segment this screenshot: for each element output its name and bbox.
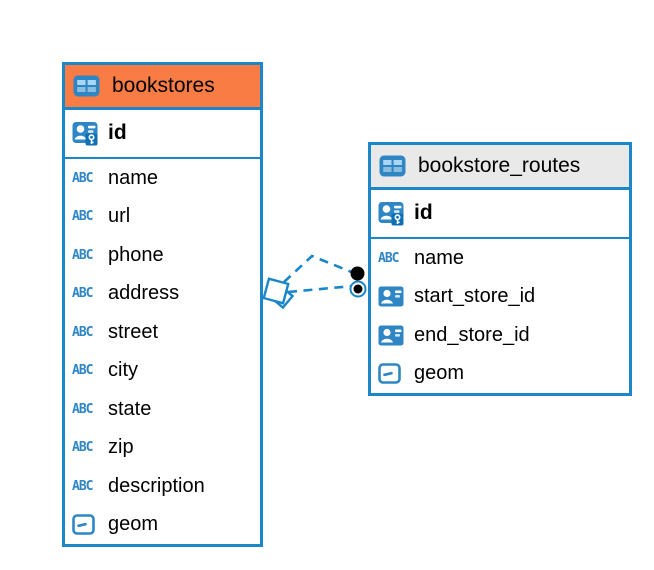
column-name: state xyxy=(108,397,152,420)
foreign-key-icon xyxy=(378,325,408,346)
column-name: name xyxy=(414,246,465,269)
column-row[interactable]: ABC name xyxy=(371,239,629,278)
column-row[interactable]: ABC street xyxy=(65,313,260,352)
text-type-icon: ABC xyxy=(72,170,94,186)
column-name: url xyxy=(108,205,131,228)
column-name: city xyxy=(108,359,138,382)
text-type-icon: ABC xyxy=(72,247,94,263)
text-type-icon: ABC xyxy=(72,286,94,302)
text-type-icon: ABC xyxy=(378,250,400,266)
column-name: description xyxy=(108,474,205,497)
column-name: id xyxy=(414,201,433,224)
text-type-icon: ABC xyxy=(72,440,94,456)
column-row[interactable]: end_store_id xyxy=(371,316,629,355)
column-row[interactable]: ABC phone xyxy=(65,236,260,275)
text-type-icon: ABC xyxy=(72,478,94,494)
table-header[interactable]: bookstores xyxy=(65,65,260,107)
column-name: start_store_id xyxy=(414,285,536,308)
relation-line-upper[interactable] xyxy=(283,254,355,283)
column-row[interactable]: start_store_id xyxy=(371,278,629,317)
column-name: end_store_id xyxy=(414,323,530,346)
column-row[interactable]: ABC state xyxy=(65,390,260,429)
text-type-icon: ABC xyxy=(72,363,94,379)
relation-target-dot-marker xyxy=(349,266,367,298)
primary-key-icon xyxy=(378,201,408,226)
table-title: bookstores xyxy=(112,74,215,97)
column-name: id xyxy=(108,121,127,144)
column-row[interactable]: ABC zip xyxy=(65,429,260,468)
table-icon xyxy=(379,155,409,177)
column-name: geom xyxy=(108,513,159,536)
column-name: geom xyxy=(414,362,465,385)
divider xyxy=(65,107,260,110)
column-row[interactable]: ABC address xyxy=(65,275,260,314)
column-row[interactable]: ABC url xyxy=(65,198,260,237)
column-row[interactable]: ABC description xyxy=(65,467,260,506)
relation-source-diamond-marker xyxy=(262,277,295,310)
geometry-type-icon xyxy=(72,514,102,536)
column-row[interactable]: ABC name xyxy=(65,159,260,198)
column-row[interactable]: geom xyxy=(371,355,629,394)
primary-key-icon xyxy=(72,121,102,146)
column-row-pk[interactable]: id xyxy=(371,190,629,237)
text-type-icon: ABC xyxy=(72,209,94,225)
geometry-type-icon xyxy=(378,363,408,385)
table-header[interactable]: bookstore_routes xyxy=(371,145,629,187)
column-name: name xyxy=(108,166,159,189)
column-name: zip xyxy=(108,436,134,459)
relation-line-lower[interactable] xyxy=(287,284,354,294)
relation-bookstores-to-routes[interactable] xyxy=(262,254,367,310)
divider xyxy=(65,156,260,159)
column-name: phone xyxy=(108,243,164,266)
column-row[interactable]: ABC city xyxy=(65,352,260,391)
column-row-pk[interactable]: id xyxy=(65,110,260,157)
text-type-icon: ABC xyxy=(72,401,94,417)
table-title: bookstore_routes xyxy=(418,154,581,177)
table-icon xyxy=(73,75,103,97)
table-bookstores[interactable]: bookstores id ABC xyxy=(62,62,263,547)
column-row[interactable]: geom xyxy=(65,506,260,545)
foreign-key-icon xyxy=(378,286,408,307)
divider xyxy=(371,236,629,239)
text-type-icon: ABC xyxy=(72,324,94,340)
column-name: street xyxy=(108,320,159,343)
table-bookstore-routes[interactable]: bookstore_routes id ABC xyxy=(368,142,632,396)
column-name: address xyxy=(108,282,180,305)
divider xyxy=(371,187,629,190)
